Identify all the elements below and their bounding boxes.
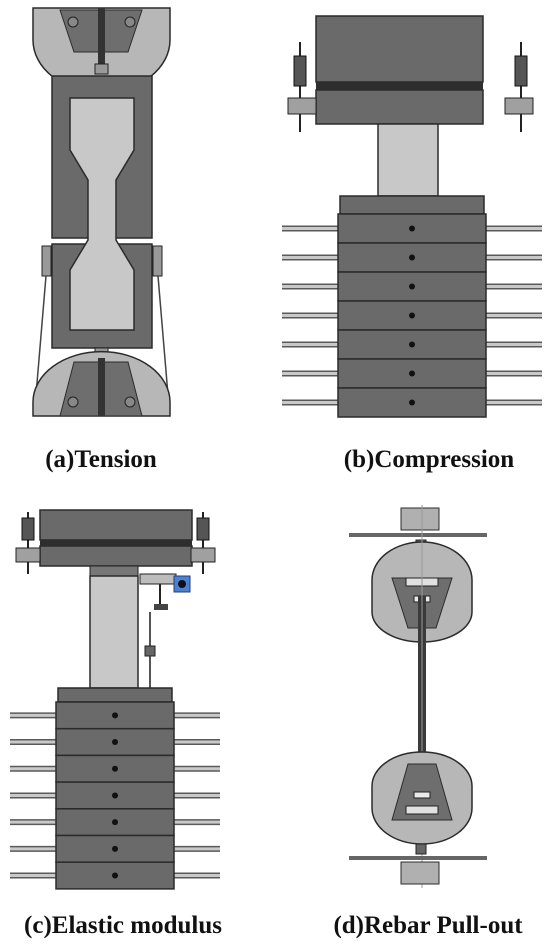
panel-elastic-modulus: (c)Elastic modulus (10, 509, 222, 939)
block-stack-modulus (10, 701, 220, 890)
caption-rebar-pullout: (d)Rebar Pull-out (333, 912, 523, 939)
block-hole (409, 254, 415, 261)
top-cap-c (89, 565, 139, 577)
upper-platen (315, 15, 484, 83)
caption-tension: (a)Tension (45, 446, 157, 473)
caption-compression: (b)Compression (344, 446, 514, 473)
top-grip-bolt-left (67, 16, 79, 28)
extensometer-wire-left (35, 275, 47, 396)
dogbone-specimen (69, 97, 135, 331)
block-hole (409, 341, 415, 348)
caption-elastic-modulus: (c)Elastic modulus (24, 912, 222, 939)
top-connector (94, 63, 109, 75)
top-grip-bolt-right (124, 16, 136, 28)
extensometer-arm (139, 573, 177, 585)
upper-platen-c (39, 509, 193, 541)
block-hole (409, 225, 415, 232)
gauge-sensor (144, 645, 156, 657)
block-stack-compression (282, 213, 542, 418)
block-hole (409, 399, 415, 406)
bottom-grip-bolt-left (67, 396, 79, 408)
block-hole (112, 739, 118, 746)
gauge-clamp (154, 604, 168, 610)
panel-tension: (a)Tension (32, 7, 171, 473)
platen-gap (316, 82, 483, 90)
top-fixture-d (400, 507, 440, 531)
base-plate (339, 195, 485, 215)
block-hole (112, 792, 118, 799)
side-spring-left-c (15, 512, 41, 574)
bottom-plate-d (405, 805, 439, 815)
bottom-grip-slot (98, 358, 105, 416)
block-hole (409, 370, 415, 377)
lower-platen (315, 89, 484, 125)
panel-compression: (b)Compression (282, 15, 542, 473)
side-spring-right-c (190, 512, 216, 574)
dial-gauge-center (178, 580, 186, 588)
side-spring-left (287, 42, 317, 132)
extensometer-wire-right (157, 275, 169, 396)
block-hole (112, 872, 118, 879)
bottom-nut-d (413, 791, 431, 799)
compression-specimen (377, 123, 439, 197)
lower-platen-c (39, 545, 193, 567)
block-hole (409, 283, 415, 290)
extensometer-right (152, 245, 163, 277)
platen-gap-c (40, 540, 192, 546)
block-hole (112, 765, 118, 772)
top-grip-slot (98, 8, 105, 64)
block-hole (112, 845, 118, 852)
bottom-grip-bolt-right (124, 396, 136, 408)
extensometer-left (41, 245, 52, 277)
block-hole (112, 712, 118, 719)
bottom-coupler-d (415, 843, 427, 855)
bottom-fixture-d (400, 861, 440, 885)
modulus-specimen (89, 575, 139, 689)
block-hole (112, 819, 118, 826)
base-plate-c (57, 687, 173, 703)
panel-rebar-pullout: (d)Rebar Pull-out (333, 505, 523, 939)
side-spring-right (504, 42, 534, 132)
block-hole (409, 312, 415, 319)
